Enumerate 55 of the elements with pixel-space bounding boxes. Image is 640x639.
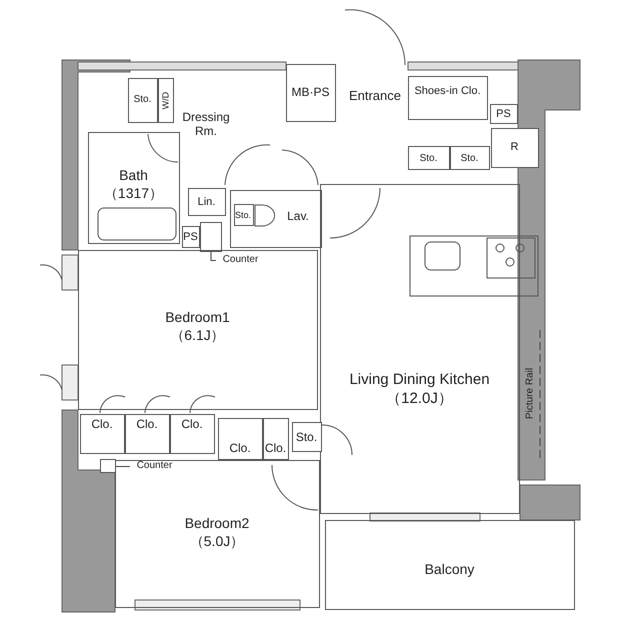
storage-outline: [286, 64, 336, 122]
room-label: Living Dining Kitchen （12.0J）: [348, 371, 491, 408]
storage-label: W/D: [160, 90, 172, 112]
picture-rail-label: Picture Rail: [524, 366, 536, 422]
room-outline: [325, 520, 575, 610]
storage-label: Clo.: [135, 417, 159, 432]
storage-label: Shoes-in Clo.: [413, 85, 482, 99]
storage-outline: [125, 414, 170, 454]
counter-outline: [200, 222, 222, 252]
room-label: Dressing Rm.: [176, 110, 236, 150]
storage-label: Clo.: [90, 417, 114, 432]
room-outline: [78, 250, 318, 410]
room-outline: [230, 190, 322, 248]
room-label: Entrance: [342, 88, 408, 112]
room-label: Counter: [216, 254, 266, 266]
room-label: Lav.: [286, 209, 310, 224]
room-label: Balcony: [424, 561, 476, 578]
storage-outline: [234, 204, 254, 226]
storage-outline: [408, 76, 488, 120]
room-label: Bath （1317）: [104, 167, 164, 202]
storage-outline: [80, 414, 125, 454]
storage-outline: [491, 128, 539, 168]
storage-label: R: [510, 141, 520, 155]
storage-label: Clo.: [228, 441, 252, 456]
storage-label: Sto.: [294, 430, 318, 445]
room-outline: [320, 184, 520, 514]
storage-outline: [158, 78, 174, 123]
leader-line: [116, 466, 130, 467]
storage-label: PS: [182, 231, 199, 245]
storage-label: Sto.: [132, 94, 152, 106]
storage-outline: [408, 146, 450, 170]
storage-label: Clo.: [264, 441, 288, 456]
room-outline: [88, 132, 180, 244]
room-label: Bedroom1 （6.1J）: [164, 309, 231, 344]
storage-outline: [263, 418, 289, 460]
storage-label: Sto.: [234, 210, 252, 221]
room-label: Bedroom2 （5.0J）: [184, 515, 250, 550]
leader-line: [210, 252, 216, 261]
storage-label: Clo.: [180, 417, 204, 432]
storage-outline: [188, 188, 226, 216]
storage-label: Sto.: [460, 153, 480, 166]
storage-outline: [170, 414, 215, 454]
storage-label: Sto.: [418, 153, 438, 166]
room-outline: [115, 460, 320, 608]
room-label: Counter: [130, 460, 180, 472]
storage-outline: [218, 418, 263, 460]
counter-outline: [100, 459, 116, 473]
storage-outline: [182, 226, 200, 248]
storage-label: PS: [495, 108, 512, 122]
storage-outline: [128, 78, 158, 123]
storage-outline: [450, 146, 490, 170]
storage-outline: [490, 104, 518, 124]
storage-label: Lin.: [196, 196, 216, 210]
storage-outline: [292, 422, 322, 452]
storage-label: MB·PS: [290, 85, 330, 100]
